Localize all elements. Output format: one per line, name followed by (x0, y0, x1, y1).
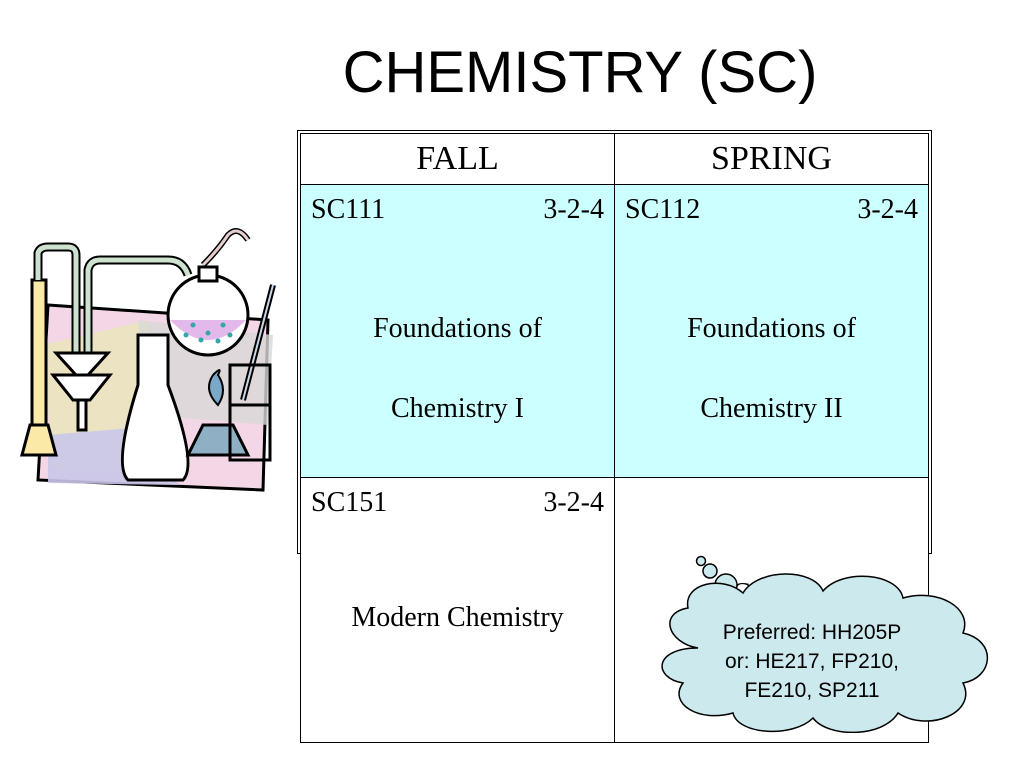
callout-line: FE210, SP211 (744, 679, 880, 702)
course-name-line: Chemistry II (700, 393, 843, 424)
thought-cloud-icon (661, 555, 989, 733)
course-name-line: Foundations of (373, 313, 542, 344)
course-code: SC151 (311, 487, 388, 518)
course-credits: 3-2-4 (857, 194, 918, 225)
course-credits: 3-2-4 (543, 194, 604, 225)
table-row: SC111 3-2-4 Foundations of Chemistry I S… (300, 184, 929, 478)
cell-spring-sc112: SC112 3-2-4 Foundations of Chemistry II (614, 184, 929, 478)
course-code: SC112 (625, 194, 701, 225)
callout-line: Preferred: HH205P (722, 621, 902, 644)
callout-text: Preferred: HH205P or: HE217, FP210, FE21… (662, 618, 962, 705)
course-table-frame: FALL SPRING SC111 3-2-4 Foundations of C… (297, 130, 932, 743)
header-fall: FALL (300, 133, 615, 185)
cell-fall-sc151: SC151 3-2-4 Modern Chemistry (300, 477, 615, 743)
table-header-row: FALL SPRING (300, 133, 929, 185)
course-name-line: Foundations of (687, 313, 856, 344)
course-name-line: Modern Chemistry (351, 602, 564, 633)
slide-title: CHEMISTRY (SC) (342, 40, 818, 105)
course-schedule-table: FALL SPRING SC111 3-2-4 Foundations of C… (300, 133, 929, 743)
course-credits: 3-2-4 (543, 487, 604, 518)
course-name-line: Chemistry I (391, 393, 524, 424)
chemistry-lab-equipment-icon (20, 228, 276, 492)
callout-line: or: HE217, FP210, (725, 650, 899, 673)
course-code: SC111 (311, 194, 386, 225)
header-spring: SPRING (614, 133, 929, 185)
cell-fall-sc111: SC111 3-2-4 Foundations of Chemistry I (300, 184, 615, 478)
